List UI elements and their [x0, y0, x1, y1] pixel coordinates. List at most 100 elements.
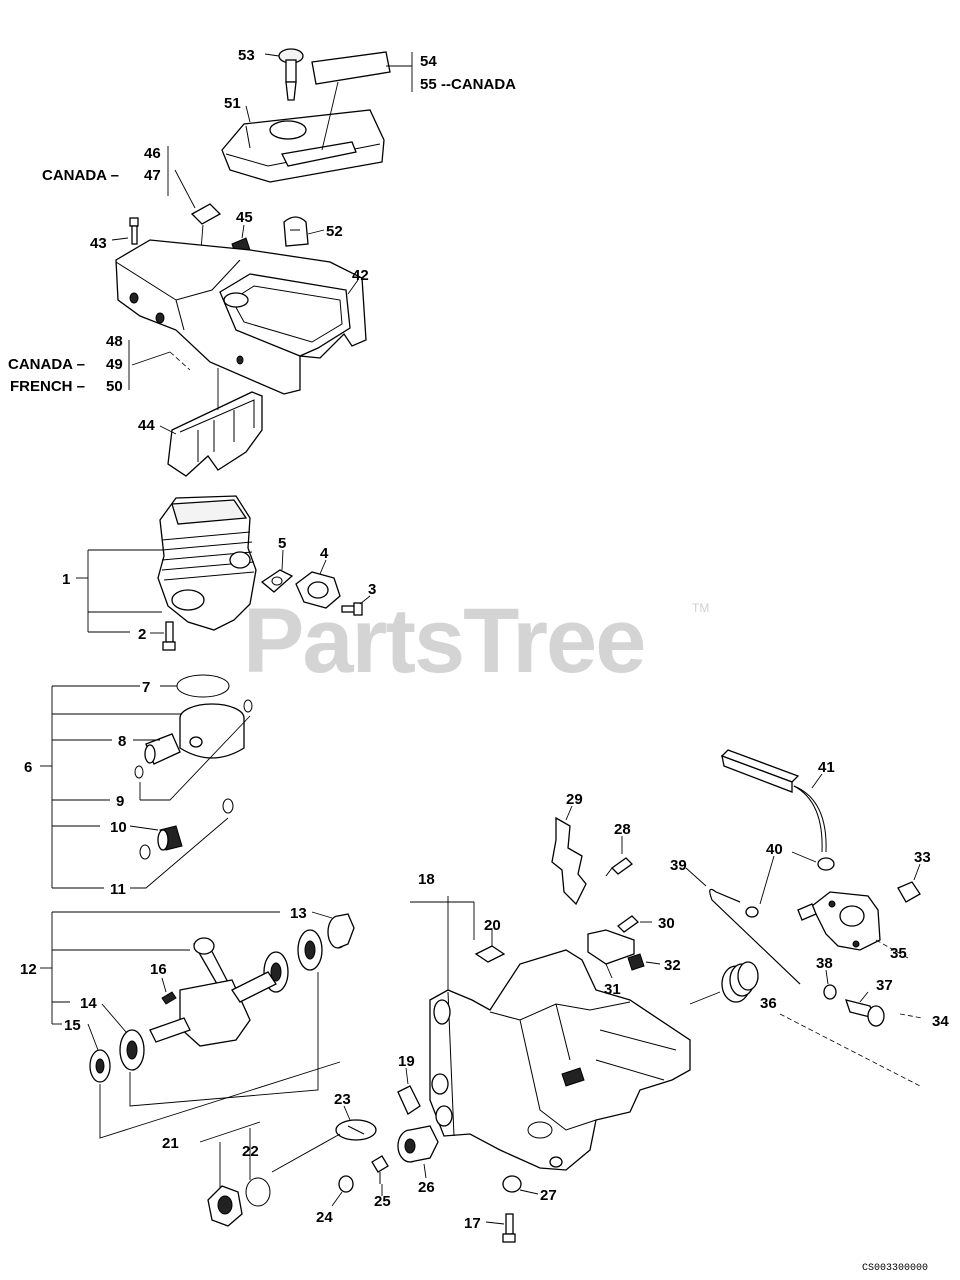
part-38-washer[interactable] [823, 984, 837, 1000]
callout-44[interactable]: 44 [138, 417, 155, 434]
callout-22[interactable]: 22 [242, 1143, 259, 1160]
part-3-bolt[interactable] [341, 602, 363, 616]
callout-33[interactable]: 33 [914, 849, 931, 866]
callout-13[interactable]: 13 [290, 905, 307, 922]
part-16-key[interactable] [161, 991, 177, 1005]
callout-17[interactable]: 17 [464, 1215, 481, 1232]
callout-31[interactable]: 31 [604, 981, 621, 998]
callout-11[interactable]: 11 [110, 881, 126, 898]
part-6-piston[interactable] [179, 703, 245, 759]
callout-24[interactable]: 24 [316, 1209, 333, 1226]
callout-9[interactable]: 9 [116, 793, 124, 810]
part-31-bracket[interactable] [587, 929, 635, 965]
callout-45[interactable]: 45 [236, 209, 253, 226]
part-10-needle-bearing[interactable] [157, 825, 183, 851]
callout-50[interactable]: 50 [106, 378, 123, 395]
part-1-cylinder[interactable] [157, 495, 257, 631]
callout-40[interactable]: 40 [766, 841, 783, 858]
callout-53[interactable]: 53 [238, 47, 255, 64]
callout-8[interactable]: 8 [118, 733, 126, 750]
part-28-screw[interactable] [605, 857, 634, 877]
part-oil-pump[interactable] [797, 891, 881, 951]
callout-12[interactable]: 12 [20, 961, 37, 978]
part-4-intake-manifold[interactable] [295, 571, 341, 609]
part-2-bolt[interactable] [162, 621, 176, 651]
callout-30[interactable]: 30 [658, 915, 675, 932]
callout-52[interactable]: 52 [326, 223, 343, 240]
callout-37[interactable]: 37 [876, 977, 893, 994]
callout-48[interactable]: 48 [106, 333, 123, 350]
part-44-baffle-plate[interactable] [167, 391, 263, 477]
part-bearing-right[interactable] [297, 929, 323, 971]
callout-42[interactable]: 42 [352, 267, 369, 284]
part-27-plug[interactable] [502, 1175, 522, 1193]
callout-26[interactable]: 26 [418, 1179, 435, 1196]
part-19-plug[interactable] [397, 1085, 421, 1115]
callout-19[interactable]: 19 [398, 1053, 415, 1070]
callout-21[interactable]: 21 [162, 1135, 179, 1152]
callout-38[interactable]: 38 [816, 955, 833, 972]
part-20-decal[interactable] [474, 945, 506, 963]
callout-41[interactable]: 41 [818, 759, 835, 776]
part-15-seal[interactable] [89, 1049, 111, 1083]
callout-46[interactable]: 46 [144, 145, 161, 162]
callout-36[interactable]: 36 [760, 995, 777, 1012]
part-22-o-ring[interactable] [245, 1177, 271, 1207]
part-18-crankcase[interactable] [429, 949, 691, 1171]
part-43-screw[interactable] [129, 217, 139, 245]
part-8-piston-pin[interactable] [144, 733, 181, 765]
callout-16[interactable]: 16 [150, 961, 167, 978]
part-29-bracket[interactable] [551, 816, 587, 906]
callout-5[interactable]: 5 [278, 535, 286, 552]
callout-23[interactable]: 23 [334, 1091, 351, 1108]
part-41-oil-pickup[interactable] [720, 749, 827, 853]
callout-15[interactable]: 15 [64, 1017, 81, 1034]
part-7-piston-ring[interactable] [176, 674, 230, 698]
callout-14[interactable]: 14 [80, 995, 97, 1012]
callout-55[interactable]: 55 [420, 76, 437, 93]
callout-39[interactable]: 39 [670, 857, 687, 874]
part-21-clutch-cover[interactable] [207, 1185, 243, 1227]
part-33-fitting[interactable] [897, 881, 921, 903]
callout-18[interactable]: 18 [418, 871, 435, 888]
callout-47[interactable]: 47 [144, 167, 161, 184]
part-52-grommet[interactable] [283, 216, 309, 247]
part-23-valve[interactable] [271, 1119, 377, 1173]
part-12-crankshaft[interactable] [149, 937, 277, 1047]
callout-7[interactable]: 7 [142, 679, 150, 696]
part-36-worm-gear[interactable] [721, 961, 759, 1003]
callout-20[interactable]: 20 [484, 917, 501, 934]
callout-2[interactable]: 2 [138, 626, 146, 643]
part-26-bushing[interactable] [397, 1125, 439, 1163]
part-11-thrust-washer[interactable] [139, 798, 234, 860]
part-30-screw[interactable] [616, 915, 640, 933]
part-5-gasket[interactable] [260, 569, 294, 593]
callout-29[interactable]: 29 [566, 791, 583, 808]
callout-43[interactable]: 43 [90, 235, 107, 252]
callout-34[interactable]: 34 [932, 1013, 949, 1030]
part-51-top-cover[interactable] [221, 109, 385, 183]
part-54-decal[interactable] [311, 51, 391, 85]
callout-25[interactable]: 25 [374, 1193, 391, 1210]
callout-4[interactable]: 4 [320, 545, 329, 562]
part-40-grommet[interactable] [817, 857, 835, 871]
part-53-cover-knob[interactable] [278, 48, 304, 101]
part-24-nut[interactable] [338, 1175, 354, 1193]
callout-27[interactable]: 27 [540, 1187, 557, 1204]
callout-6[interactable]: 6 [24, 759, 32, 776]
callout-1[interactable]: 1 [62, 571, 70, 588]
callout-3[interactable]: 3 [368, 581, 376, 598]
part-46-decal[interactable] [190, 203, 222, 225]
part-39-oil-hose[interactable] [709, 888, 801, 985]
callout-49[interactable]: 49 [106, 356, 123, 373]
callout-54[interactable]: 54 [420, 53, 437, 70]
part-9-circlip[interactable] [134, 699, 253, 779]
part-17-bolt[interactable] [502, 1213, 516, 1243]
callout-32[interactable]: 32 [664, 957, 681, 974]
part-37-plunger[interactable] [845, 999, 885, 1027]
part-25-fitting[interactable] [371, 1155, 389, 1184]
callout-10[interactable]: 10 [110, 819, 127, 836]
part-14-bearing[interactable] [119, 1029, 145, 1071]
callout-51[interactable]: 51 [224, 95, 241, 112]
part-42-air-filter-cover[interactable] [115, 239, 367, 395]
